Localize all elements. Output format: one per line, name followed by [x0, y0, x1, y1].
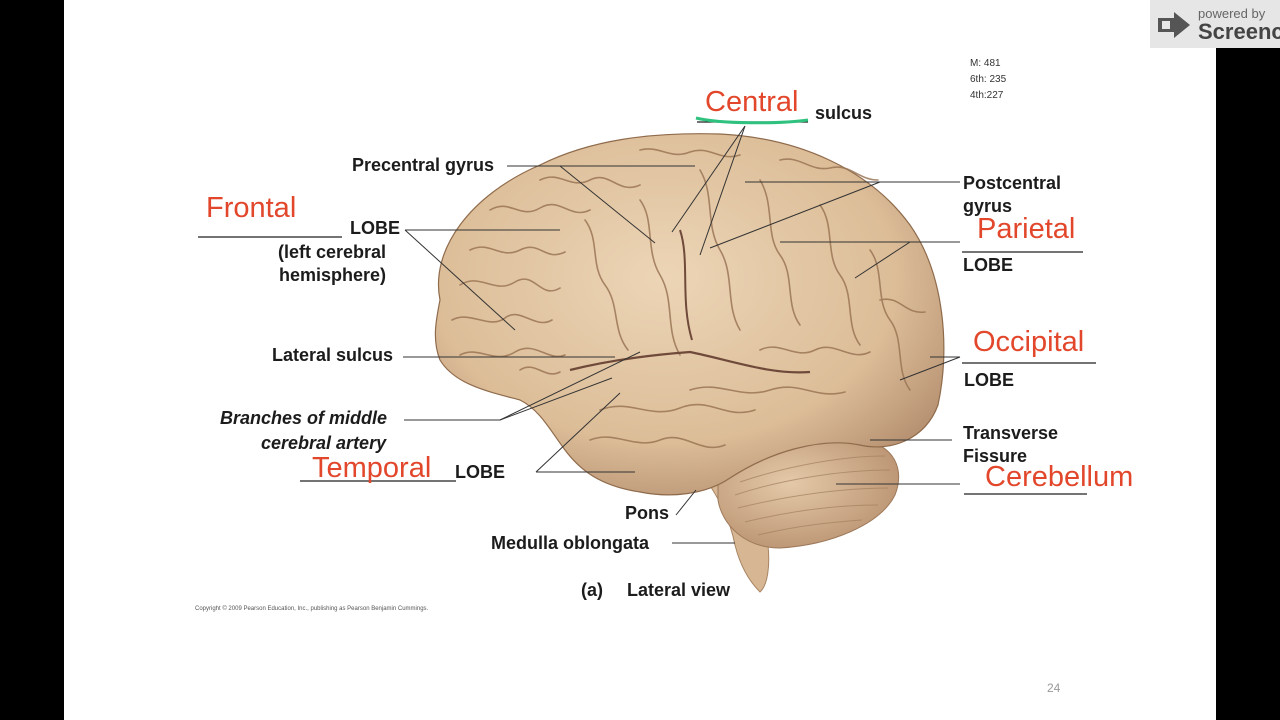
play-record-icon: [1158, 12, 1190, 38]
answer-frontal: Frontal: [206, 192, 297, 224]
hemisphere-label: hemisphere): [279, 265, 387, 285]
note-line-1: M: 481: [970, 58, 1001, 69]
highlight-stroke: [695, 116, 809, 125]
note-line-3: 4th:227: [970, 90, 1004, 101]
screencast-watermark: powered by Screenca: [1150, 0, 1280, 48]
answer-temporal: Temporal: [312, 452, 432, 484]
occipital-lobe-label: LOBE: [964, 370, 1015, 390]
frontal-lobe-label: LOBE: [350, 218, 401, 238]
temporal-lobe-label: LOBE: [455, 462, 506, 482]
copyright: Copyright © 2009 Pearson Education, Inc.…: [195, 606, 429, 612]
answer-central: Central: [705, 86, 799, 118]
brand-text: Screenca: [1198, 19, 1280, 44]
answer-parietal: Parietal: [977, 213, 1076, 245]
transverse-label: Transverse: [963, 423, 1059, 443]
postcentral-label: Postcentral: [963, 173, 1062, 193]
branches-label: Branches of middle: [220, 408, 388, 428]
precentral-gyrus-label: Precentral gyrus: [352, 155, 495, 175]
medulla-label: Medulla oblongata: [491, 533, 650, 553]
left-cerebral-label: (left cerebral: [278, 242, 387, 262]
pons-label: Pons: [625, 503, 670, 523]
answer-occipital: Occipital: [973, 326, 1085, 358]
gyrus-label: gyrus: [963, 196, 1013, 216]
notes: M: 481 6th: 235 4th:227: [970, 56, 1006, 104]
page-number: 24: [1047, 681, 1061, 695]
view-caption: Lateral view: [627, 580, 731, 600]
fissure-label: Fissure: [963, 446, 1028, 466]
parietal-lobe-label: LOBE: [963, 255, 1014, 275]
note-line-2: 6th: 235: [970, 74, 1007, 85]
answer-cerebellum: Cerebellum: [985, 461, 1134, 493]
powered-by-text: powered by: [1198, 6, 1266, 21]
cerebral-artery-label: cerebral artery: [261, 433, 387, 453]
view-letter: (a): [581, 580, 603, 600]
sulcus-label: sulcus: [815, 103, 873, 123]
lateral-sulcus-label: Lateral sulcus: [272, 345, 394, 365]
